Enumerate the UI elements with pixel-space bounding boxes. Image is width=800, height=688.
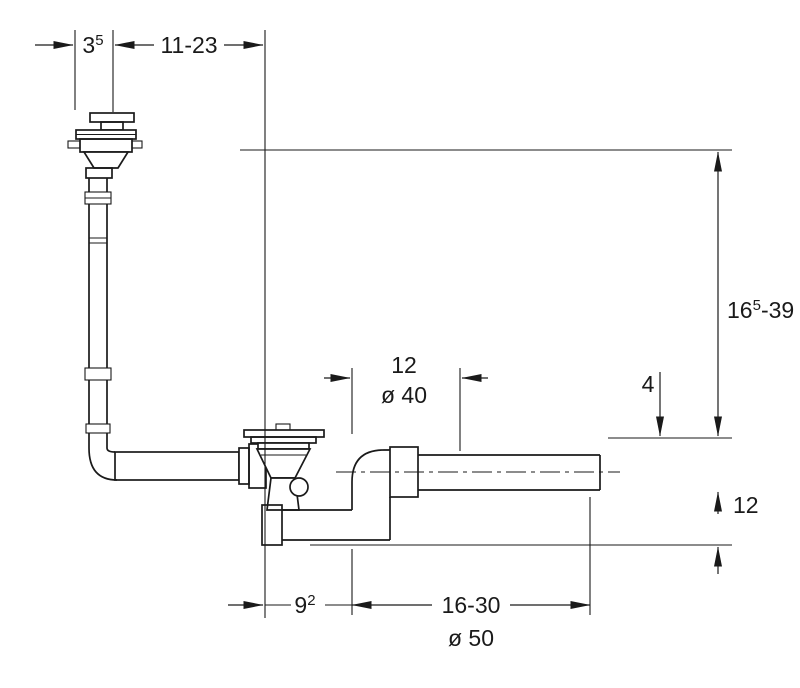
- dimension-arrows: [35, 41, 722, 609]
- outlet-length-label: 16-30: [442, 592, 501, 618]
- pipe-collar: [85, 423, 111, 434]
- trap-flange-top: [243, 429, 325, 438]
- trap-ball: [289, 477, 309, 497]
- flexible-overflow-pipe: [84, 178, 118, 481]
- elbow-inner-wall: [106, 447, 116, 453]
- elbow-outer-wall: [88, 447, 118, 481]
- fitting-connector: [85, 167, 113, 179]
- trap-flange-mid: [250, 436, 317, 444]
- pipe-diameter-50-label: ø 50: [448, 625, 494, 651]
- dimension-labels: 35 11-23 165-39 4 12 12 ø 40 92 16-30 ø …: [82, 32, 794, 651]
- drain-trap: [243, 423, 391, 546]
- pipe-collar: [84, 367, 112, 381]
- turn-handle-stem: [100, 121, 124, 131]
- hose-ribs: [114, 451, 240, 481]
- elbow-offset-label: 12: [391, 352, 417, 378]
- overflow-offset-label: 11-23: [160, 32, 217, 58]
- label-mask: [154, 33, 224, 57]
- fitting-taper: [82, 151, 130, 169]
- turn-handle-bar: [89, 112, 135, 123]
- trap-flange-low: [257, 442, 310, 450]
- outlet-drop-label: 4: [642, 371, 655, 397]
- label-mask: [291, 593, 325, 617]
- label-mask: [432, 593, 510, 617]
- trap-outlet-nut: [261, 504, 283, 546]
- height-range-label: 165-39: [727, 297, 794, 323]
- hose-end-fitting: [238, 447, 250, 485]
- corrugated-hose: [114, 443, 267, 489]
- extension-lines: [74, 30, 732, 618]
- riser-outer-wall: [351, 449, 390, 510]
- pipe-diameter-40-label: ø 40: [381, 382, 427, 408]
- side-tab-right: [131, 140, 143, 149]
- trap-offset-label: 92: [294, 592, 315, 618]
- overflow-fitting: [67, 112, 143, 179]
- outlet-height-label: 12: [733, 492, 759, 518]
- outlet-pipe: [336, 446, 620, 498]
- fitting-body: [79, 138, 133, 153]
- side-tab-left: [67, 140, 81, 149]
- overflow-depth-label: 35: [82, 32, 103, 58]
